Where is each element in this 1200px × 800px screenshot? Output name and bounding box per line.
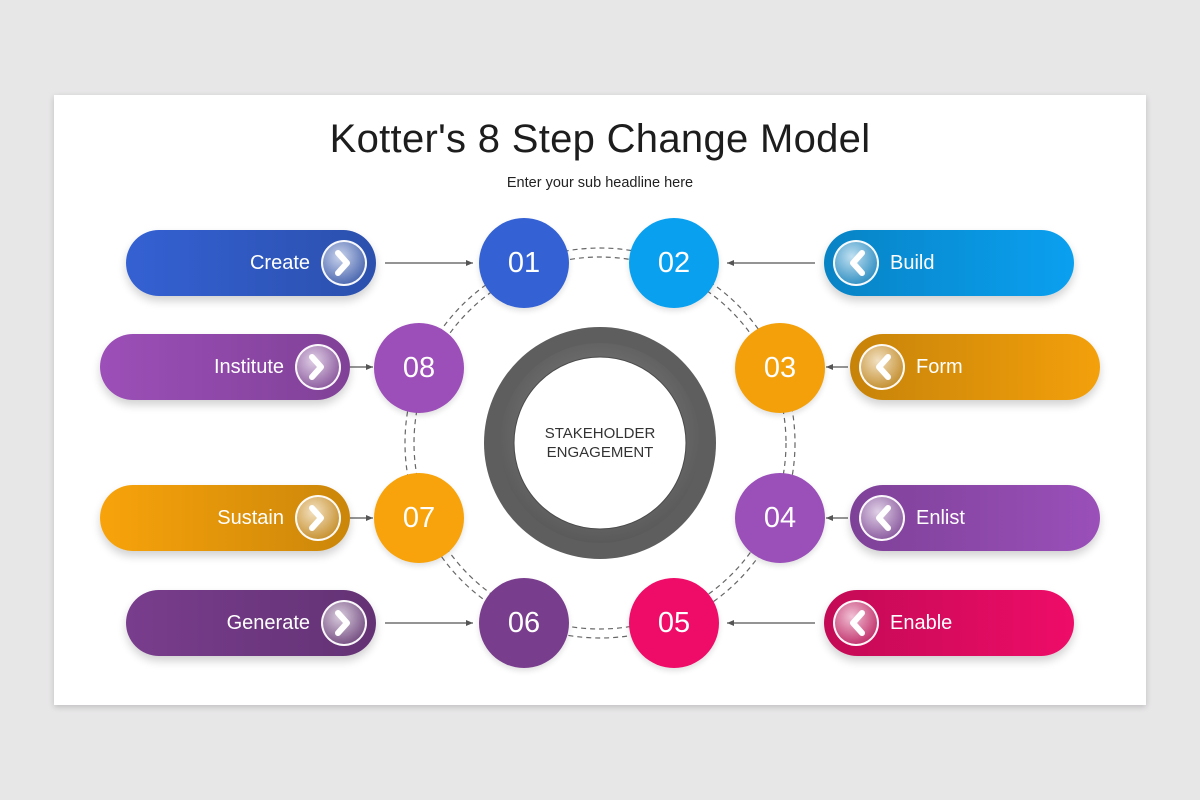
step-label: Generate — [226, 612, 310, 634]
step-pill-form[interactable]: Form — [850, 334, 1100, 400]
chevron-right-icon — [295, 495, 341, 541]
dashed-orbit — [404, 247, 796, 639]
chevron-left-icon — [859, 495, 905, 541]
chevron-right-icon — [321, 240, 367, 286]
chevron-left-icon — [859, 344, 905, 390]
step-node-08: 08 — [374, 323, 464, 413]
step-label: Create — [249, 252, 310, 274]
step-node-06: 06 — [479, 578, 569, 668]
step-node-04: 04 — [735, 473, 825, 563]
center-label-line2: ENGAGEMENT — [546, 444, 654, 461]
step-node-02: 02 — [629, 218, 719, 308]
step-label: Build — [890, 252, 935, 274]
chevron-right-icon — [321, 600, 367, 646]
step-pill-enable[interactable]: Enable — [824, 590, 1074, 656]
step-node-05: 05 — [629, 578, 719, 668]
step-node-07: 07 — [374, 473, 464, 563]
connector-arrows — [350, 260, 848, 626]
center-label-line1: STAKEHOLDER — [544, 425, 656, 442]
chevron-right-icon — [295, 344, 341, 390]
step-label: Form — [916, 356, 963, 378]
step-pill-generate[interactable]: Generate — [126, 590, 376, 656]
step-pill-enlist[interactable]: Enlist — [850, 485, 1100, 551]
step-pill-sustain[interactable]: Sustain — [100, 485, 350, 551]
page-subtitle: Enter your sub headline here — [506, 175, 694, 191]
chevron-left-icon — [833, 600, 879, 646]
chevron-left-icon — [833, 240, 879, 286]
step-label: Enable — [890, 612, 953, 634]
step-label: Enlist — [916, 507, 965, 529]
step-node-03: 03 — [735, 323, 825, 413]
step-label: Institute — [213, 356, 284, 378]
page-title: Kotter's 8 Step Change Model — [329, 117, 871, 161]
step-pill-create[interactable]: Create — [126, 230, 376, 296]
step-label: Sustain — [217, 507, 284, 529]
center-label: STAKEHOLDER ENGAGEMENT — [530, 424, 670, 462]
step-pill-build[interactable]: Build — [824, 230, 1074, 296]
center-ring — [484, 327, 716, 559]
step-pill-institute[interactable]: Institute — [100, 334, 350, 400]
step-node-01: 01 — [479, 218, 569, 308]
